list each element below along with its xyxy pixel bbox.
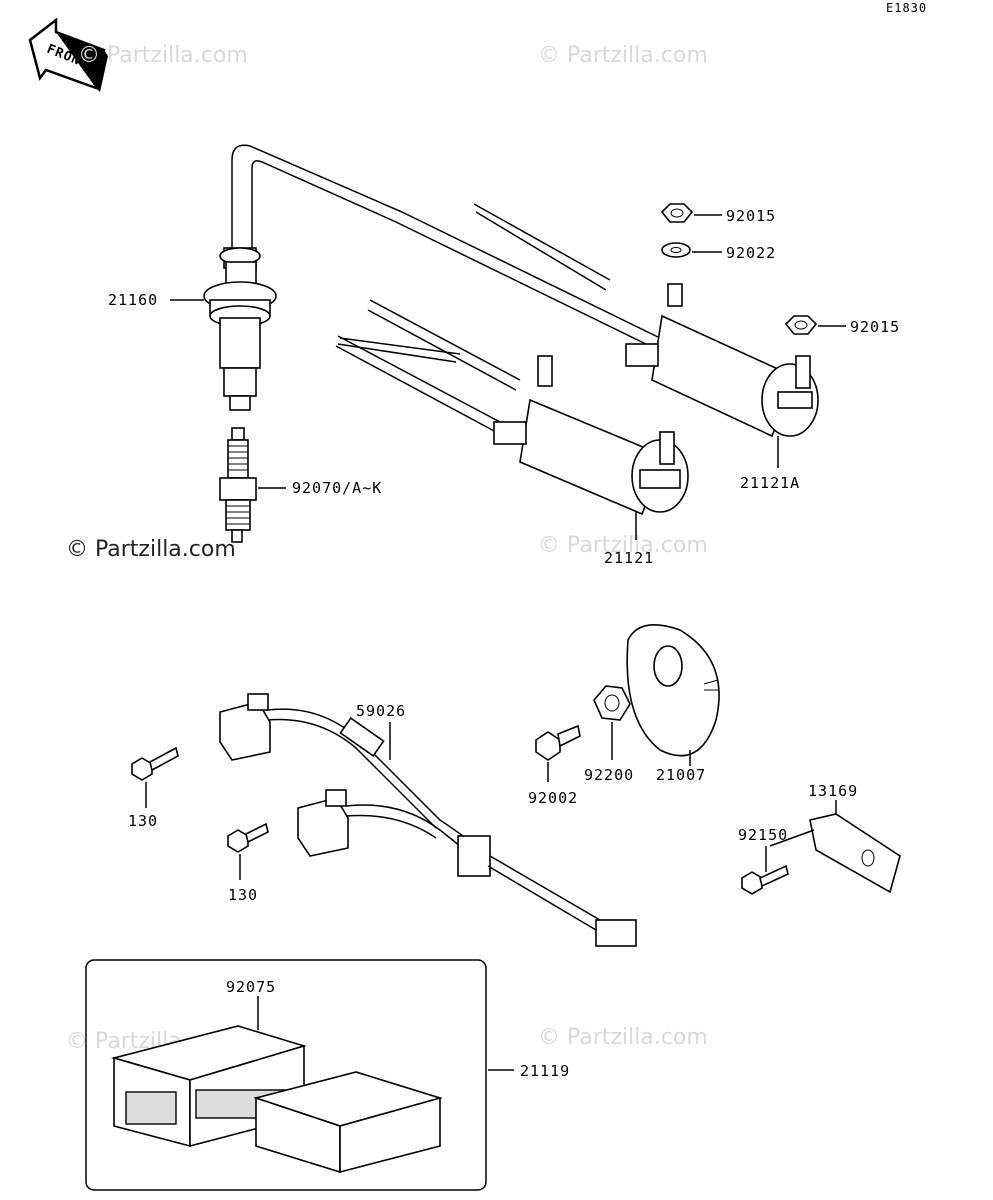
- label-21007: 21007: [656, 766, 706, 784]
- label-130-a: 130: [128, 812, 158, 830]
- watermark: © Partzilla.com: [66, 537, 236, 562]
- front-arrow-icon: FRONT: [28, 17, 108, 92]
- watermark: © Partzilla.com: [538, 1025, 708, 1050]
- kit-frame: [85, 959, 487, 1191]
- igniter-unit: [110, 1025, 443, 1174]
- label-130-b: 130: [228, 886, 258, 904]
- label-92150: 92150: [738, 826, 788, 844]
- label-21121A: 21121A: [740, 474, 800, 492]
- bolt-130-b-icon: [227, 822, 269, 853]
- label-92002: 92002: [528, 789, 578, 807]
- rotor-disc: [626, 624, 720, 757]
- label-13169: 13169: [808, 782, 858, 800]
- watermark: © Partzilla.com: [78, 43, 248, 68]
- label-92015-top: 92015: [726, 207, 776, 225]
- label-92200: 92200: [584, 766, 634, 784]
- pickup-coil-harness: [219, 693, 637, 947]
- spark-plug: [219, 427, 257, 543]
- watermark: © Partzilla.com: [538, 43, 708, 68]
- label-92015-right: 92015: [850, 318, 900, 336]
- label-92022: 92022: [726, 244, 776, 262]
- label-21160: 21160: [108, 291, 158, 309]
- watermark: © Partzilla.com: [538, 533, 708, 558]
- diagram-code: E1830: [886, 1, 927, 15]
- label-21119: 21119: [520, 1062, 570, 1080]
- bracket-13169: [809, 813, 901, 894]
- ignition-coil-a: [337, 203, 819, 438]
- nut-right-icon: [784, 315, 818, 335]
- nut-92200-icon: [593, 685, 631, 721]
- ignition-coil: [335, 299, 689, 516]
- bolt-92002-icon: [535, 724, 581, 761]
- bolt-130-a-icon: [131, 746, 179, 781]
- label-92070: 92070/A~K: [292, 479, 382, 497]
- bolt-92150-icon: [741, 864, 789, 895]
- spark-plug-cap: [203, 144, 661, 411]
- label-92075: 92075: [226, 978, 276, 996]
- washer-icon: [661, 242, 691, 258]
- nut-top-icon: [660, 203, 694, 223]
- label-59026: 59026: [356, 702, 406, 720]
- label-21121: 21121: [604, 549, 654, 567]
